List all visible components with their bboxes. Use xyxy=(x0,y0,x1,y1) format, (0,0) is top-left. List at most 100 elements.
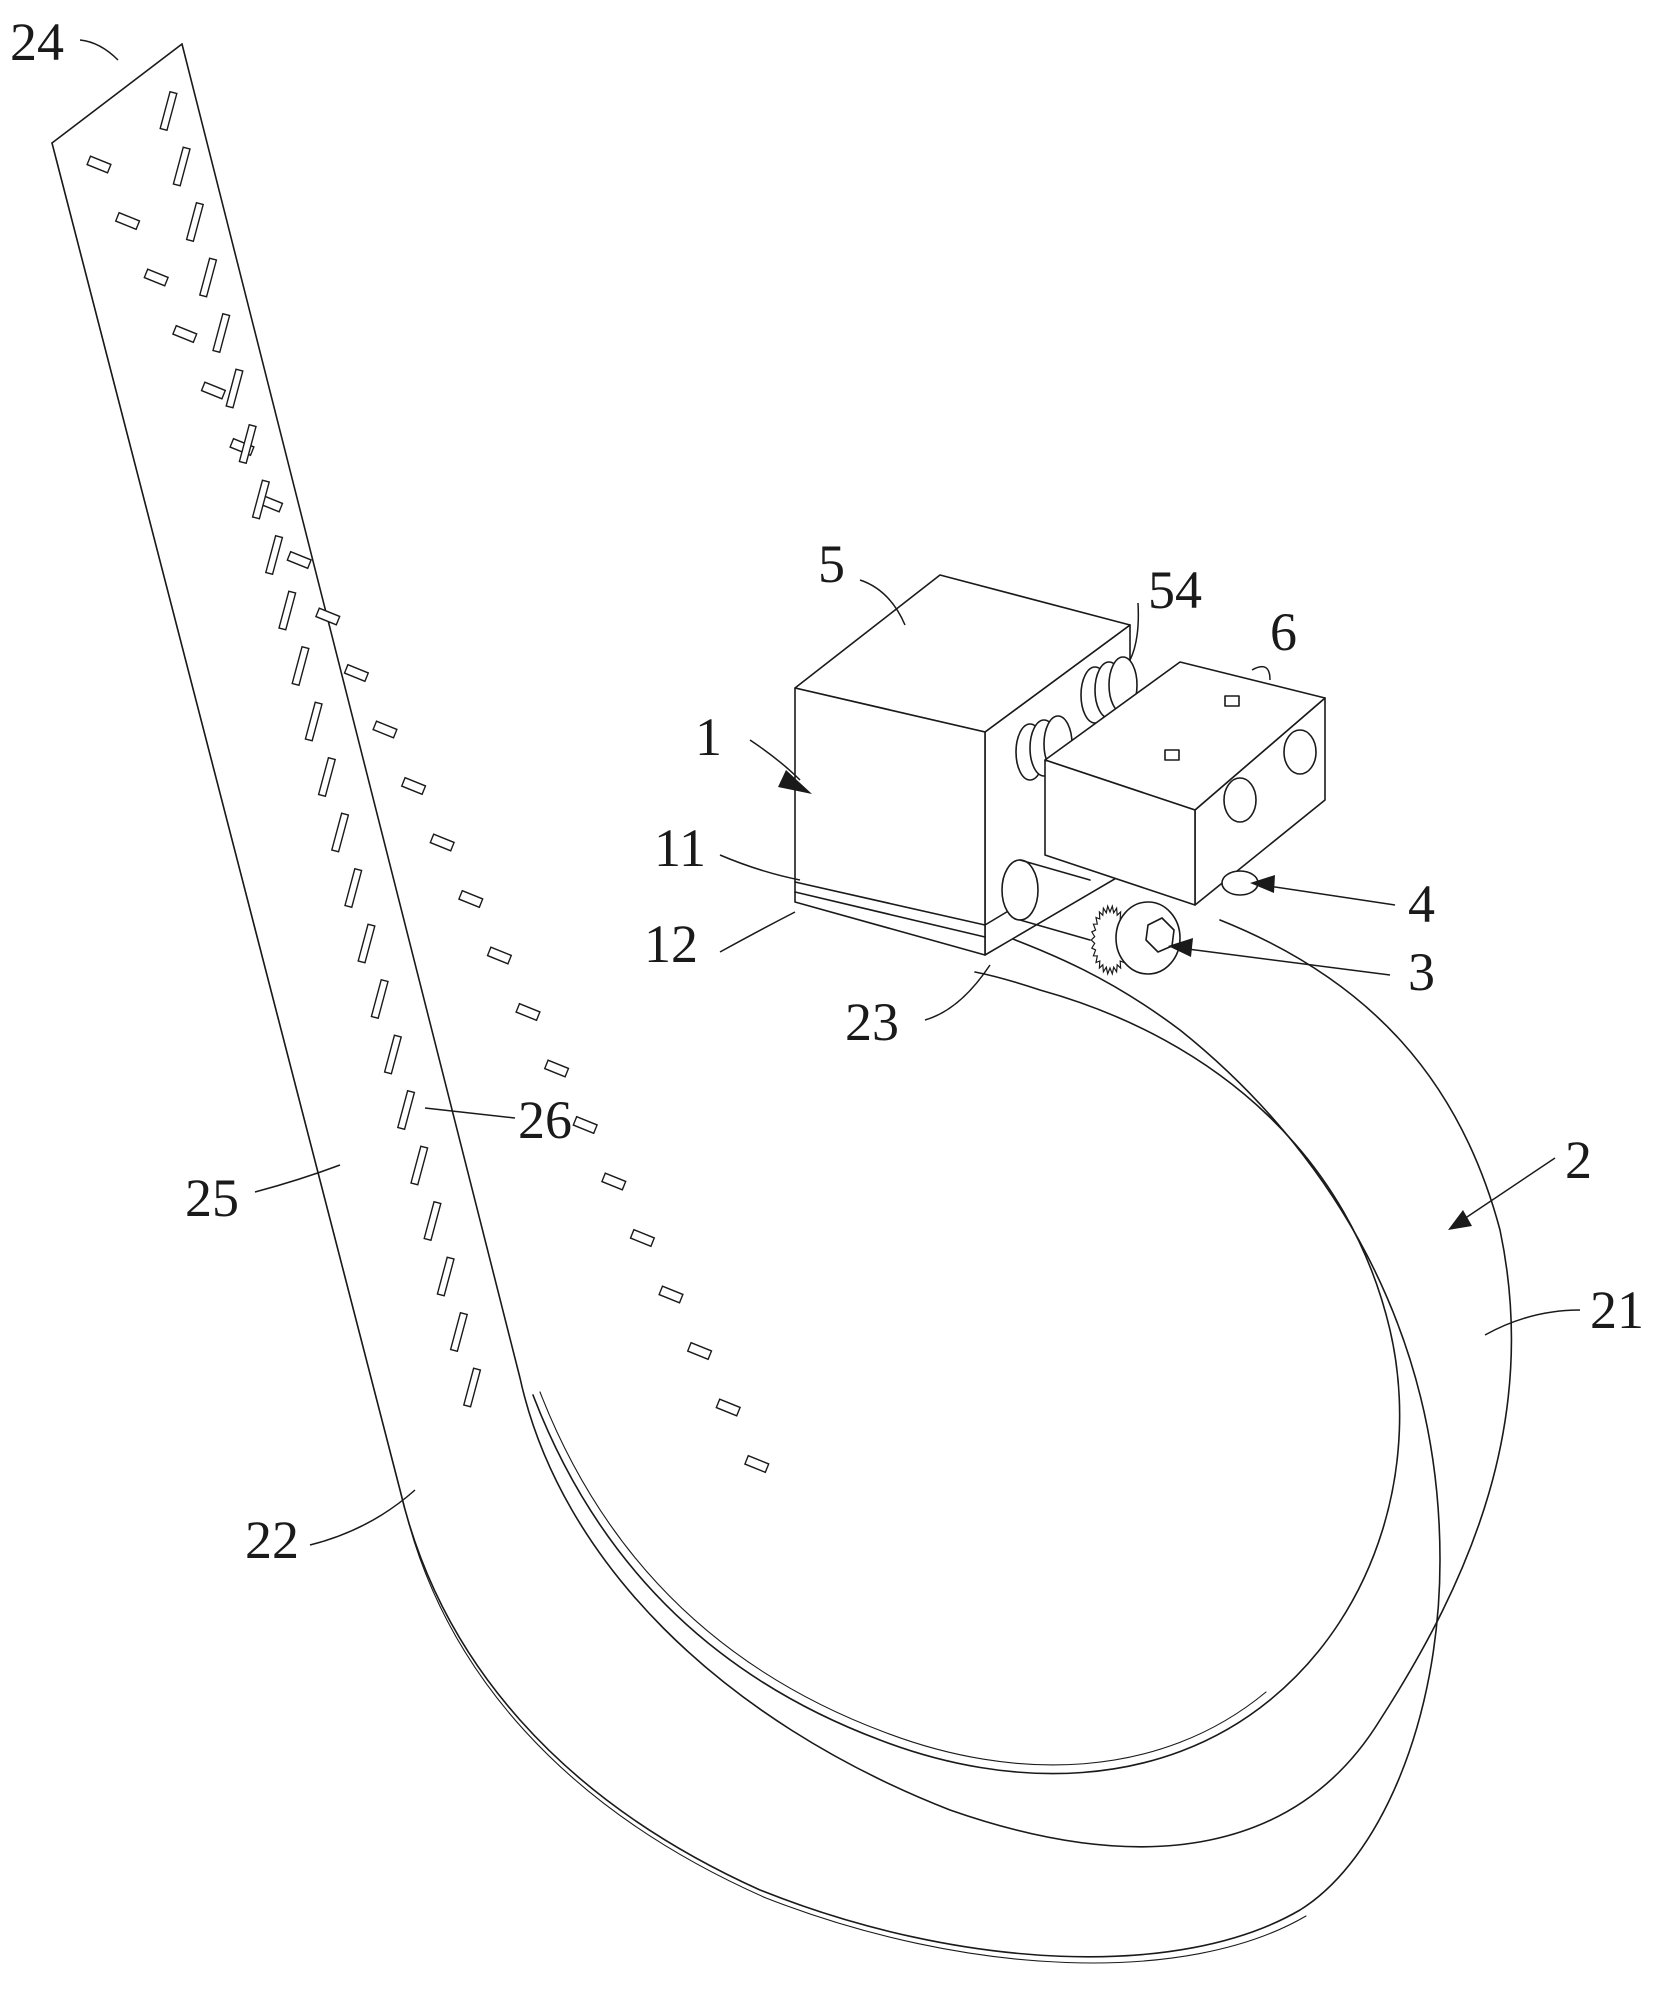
slot-25 xyxy=(458,889,484,909)
arrowhead-2 xyxy=(1448,1210,1472,1230)
leader-54 xyxy=(1129,602,1140,661)
leader-24 xyxy=(79,39,119,61)
strap-slots-row-25 xyxy=(86,155,770,1474)
label-4: 4 xyxy=(1408,874,1435,934)
bolt-top-2 xyxy=(1164,749,1180,761)
housing-assembly xyxy=(794,574,1326,976)
label-26: 26 xyxy=(518,1090,572,1150)
bolt-top-1 xyxy=(1224,695,1240,707)
shaft xyxy=(1001,859,1091,941)
slot-25 xyxy=(629,1228,656,1248)
slot-25 xyxy=(172,324,198,344)
slot-26 xyxy=(344,867,363,909)
label-3: 3 xyxy=(1408,942,1435,1002)
label-54: 54 xyxy=(1148,560,1202,620)
strap-outer-edge xyxy=(181,43,1513,1848)
leader-26 xyxy=(424,1107,516,1119)
strap-end-cut xyxy=(51,43,183,144)
slot-25 xyxy=(429,833,455,852)
label-2: 2 xyxy=(1565,1130,1592,1190)
leader-5 xyxy=(859,579,906,626)
leader-22 xyxy=(309,1489,416,1546)
slot-26 xyxy=(357,923,376,964)
strap-slots-row-26 xyxy=(159,90,482,1408)
slot-26 xyxy=(304,701,323,742)
strap-thickness-edge xyxy=(55,157,1307,1964)
label-22: 22 xyxy=(245,1510,299,1570)
slot-26 xyxy=(462,1367,482,1408)
slot-26 xyxy=(238,423,257,465)
slot-26 xyxy=(396,1089,416,1131)
housing-base-side xyxy=(984,909,1011,926)
label-1: 1 xyxy=(695,707,722,767)
label-12: 12 xyxy=(644,914,698,974)
leader-23 xyxy=(924,964,991,1021)
slot-26 xyxy=(370,978,389,1020)
slot-25 xyxy=(372,720,398,739)
leader-1 xyxy=(749,739,801,781)
slot-26 xyxy=(278,590,297,631)
slot-25 xyxy=(658,1285,684,1304)
hole-side-2 xyxy=(1223,777,1257,823)
slot-25 xyxy=(543,1059,570,1078)
slot-26 xyxy=(383,1034,403,1075)
slot-25 xyxy=(400,776,427,796)
housing-front-face xyxy=(794,687,986,956)
slot-26 xyxy=(251,479,271,520)
housing-layer-12 xyxy=(794,891,986,938)
leader-4 xyxy=(1261,884,1396,906)
slot-26 xyxy=(198,257,218,298)
slot-25 xyxy=(601,1172,627,1191)
slot-26 xyxy=(423,1200,442,1242)
leader-3 xyxy=(1179,947,1391,976)
slot-25 xyxy=(114,211,141,231)
leader-2 xyxy=(1457,1157,1556,1224)
label-5: 5 xyxy=(818,534,845,594)
slot-25 xyxy=(315,607,341,626)
label-24: 24 xyxy=(10,12,64,72)
label-25: 25 xyxy=(185,1168,239,1228)
slot-26 xyxy=(330,812,350,853)
slot-26 xyxy=(436,1256,455,1297)
label-6: 6 xyxy=(1270,602,1297,662)
housing-layer-11 xyxy=(794,881,986,926)
slot-26 xyxy=(410,1145,429,1186)
hole-side-1 xyxy=(1283,729,1317,775)
slot-26 xyxy=(291,645,310,687)
slot-25 xyxy=(515,1002,541,1022)
label-21: 21 xyxy=(1590,1280,1644,1340)
slot-25 xyxy=(744,1454,770,1474)
arrowhead-1 xyxy=(778,770,812,794)
arrowhead-4 xyxy=(1250,875,1275,893)
slot-25 xyxy=(715,1398,741,1417)
slot-25 xyxy=(143,268,169,287)
label-11: 11 xyxy=(654,818,706,878)
slot-26 xyxy=(185,201,205,243)
leader-lines xyxy=(79,39,1581,1546)
slot-26 xyxy=(264,534,284,576)
slot-26 xyxy=(172,146,191,187)
leader-6 xyxy=(1251,665,1271,681)
leader-21 xyxy=(1484,1309,1581,1336)
reference-labels: 24 5 54 6 1 11 12 4 3 23 26 25 2 21 22 xyxy=(10,12,1644,1570)
slot-25 xyxy=(486,946,513,965)
strap-loop-edge-2 xyxy=(539,1391,1267,1766)
strap-loop-edge xyxy=(532,971,1401,1775)
slot-26 xyxy=(317,756,337,798)
label-23: 23 xyxy=(845,992,899,1052)
block-6-front-face xyxy=(1044,759,1196,906)
strap-inner-edge xyxy=(51,142,1441,1958)
leader-12 xyxy=(719,911,796,953)
strap xyxy=(51,43,1513,1964)
slot-25 xyxy=(86,155,112,174)
slot-26 xyxy=(212,312,231,354)
leader-25 xyxy=(254,1164,341,1193)
slot-26 xyxy=(159,90,178,132)
leader-11 xyxy=(719,854,801,881)
arrowhead-3 xyxy=(1168,938,1193,957)
slot-25 xyxy=(200,381,227,400)
slot-26 xyxy=(449,1311,469,1353)
slot-25 xyxy=(286,550,312,570)
slot-25 xyxy=(343,663,370,683)
